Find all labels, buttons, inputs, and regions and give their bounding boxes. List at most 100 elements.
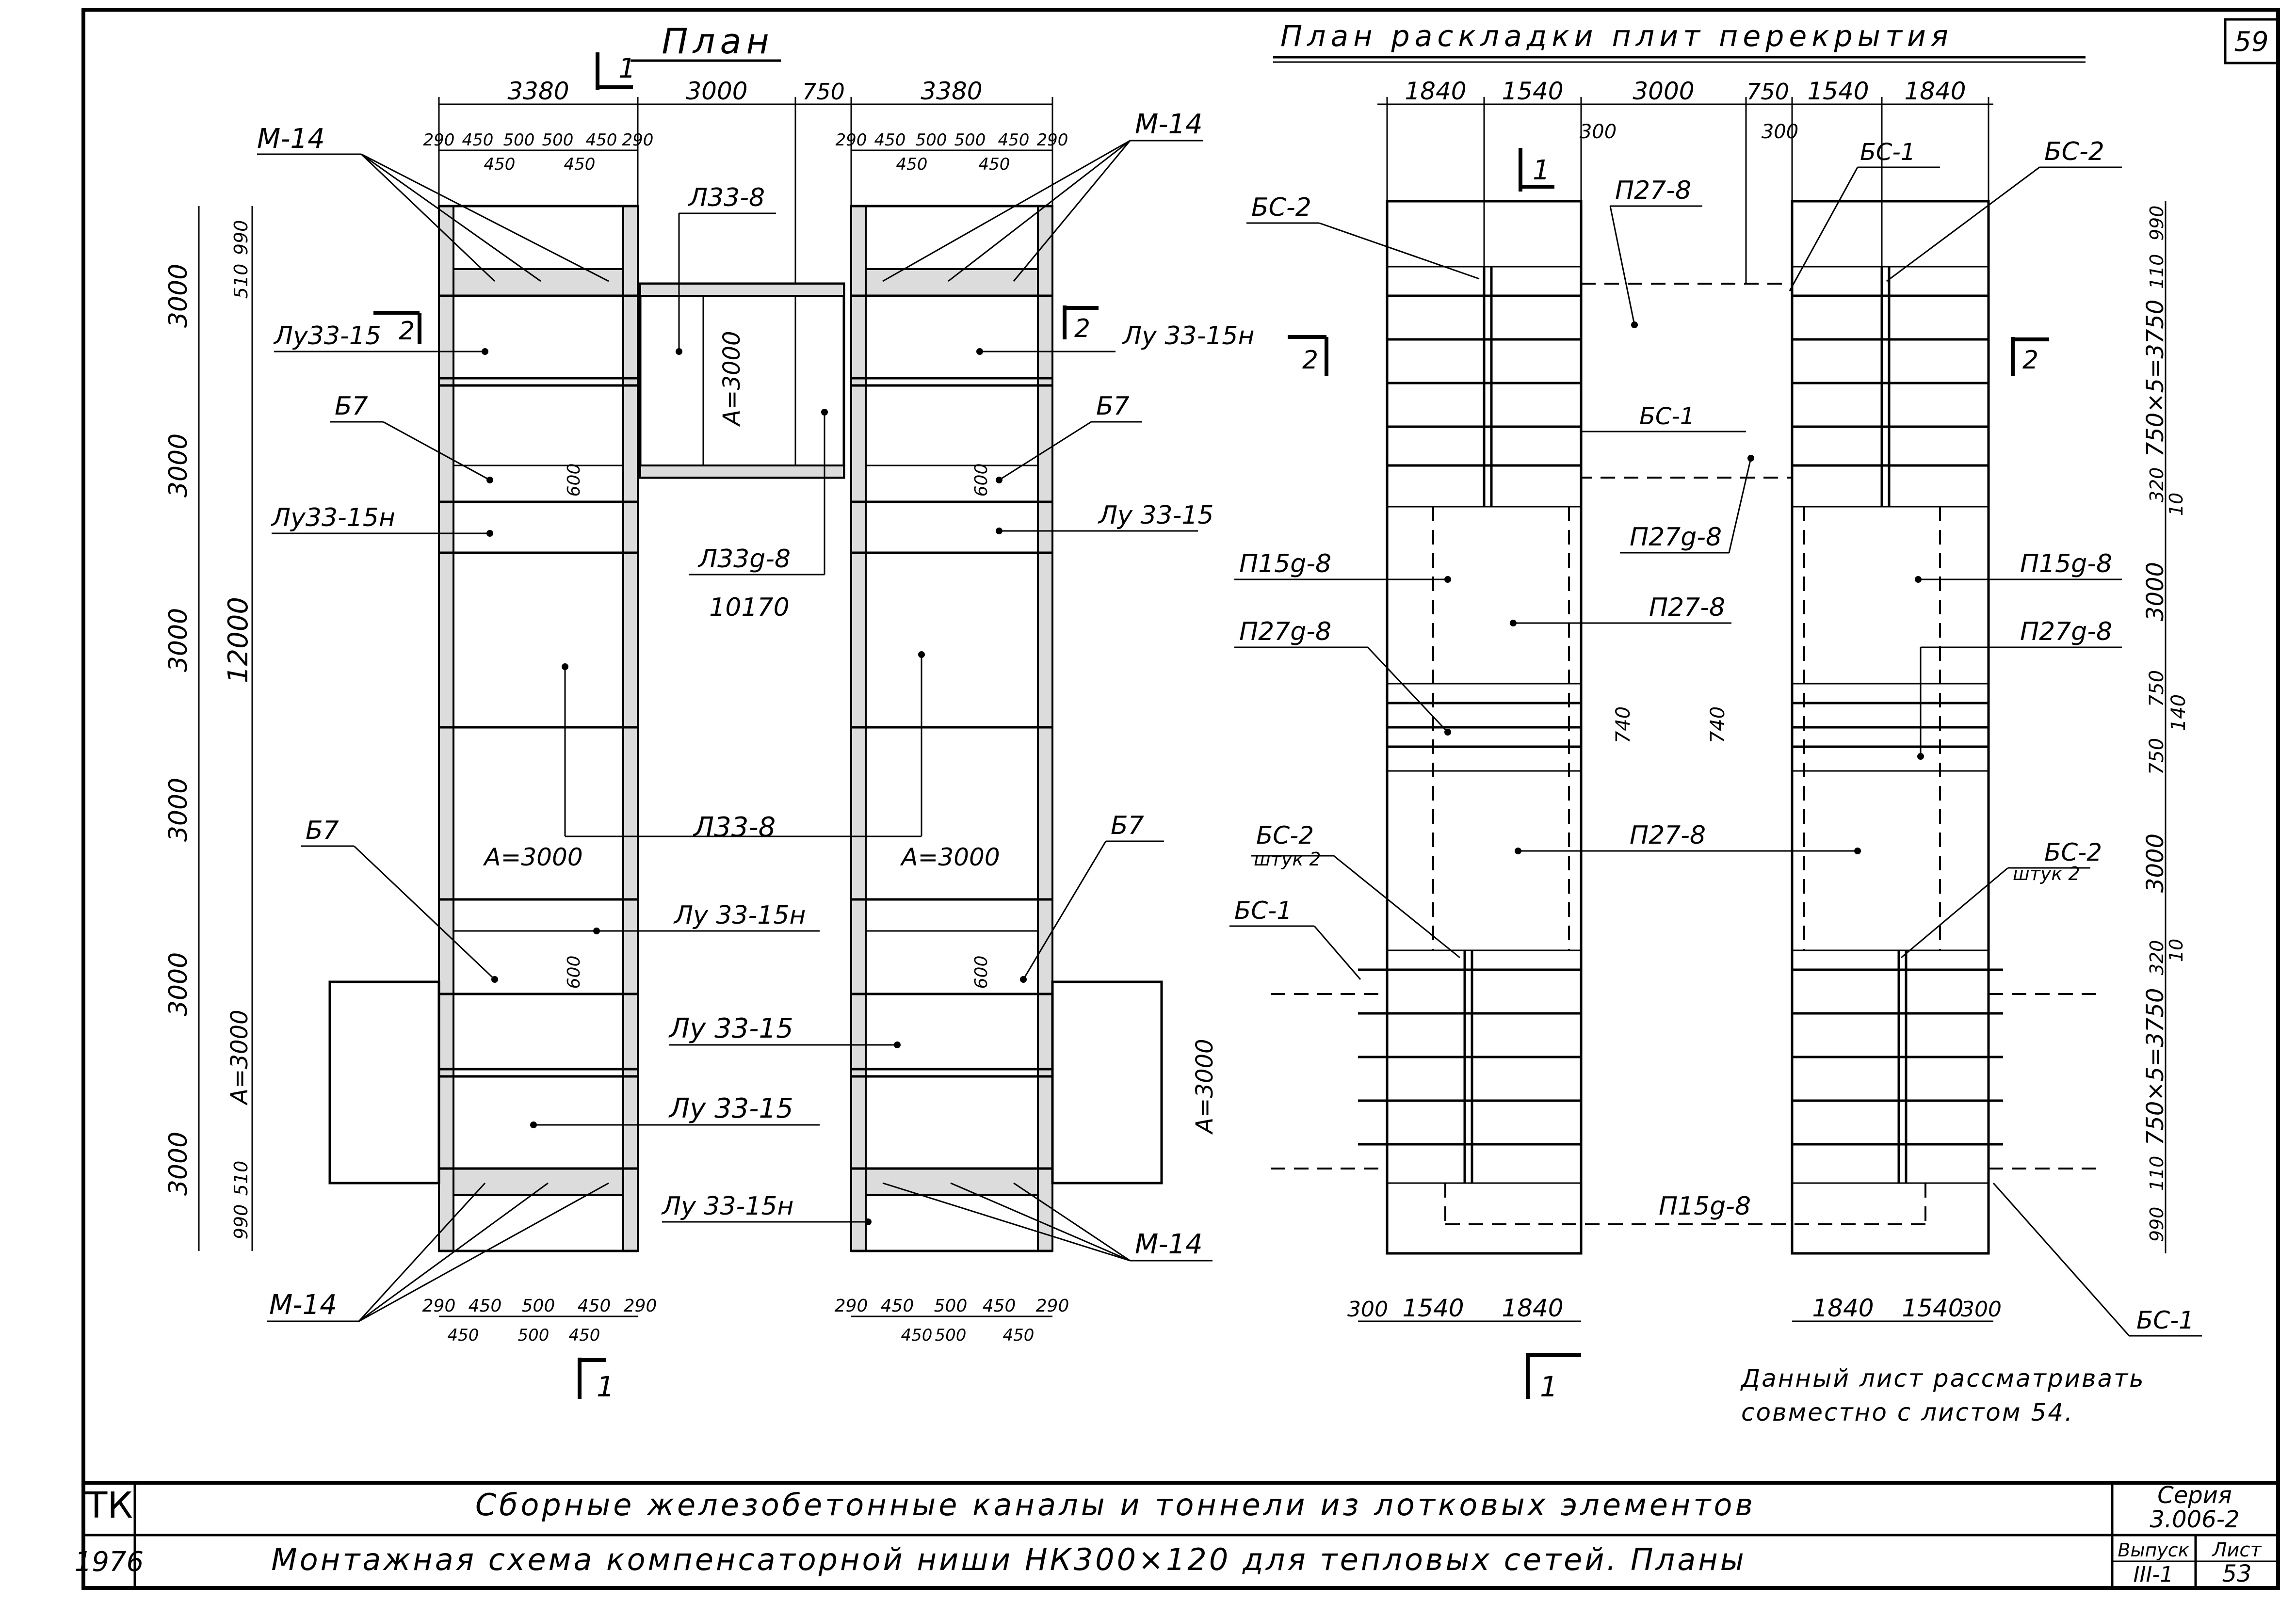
dim-12000: 12000 (223, 597, 254, 683)
note-line-1: Данный лист рассматривать (1740, 1364, 2145, 1393)
rdim-right: 140 (2167, 694, 2190, 731)
label-b7-r2: Б7 (1111, 811, 1144, 840)
dim-3000: 3000 (164, 264, 193, 328)
label-p278-top: П27-8 (1615, 176, 1691, 205)
rdim-740-left: 740 (1612, 706, 1634, 743)
rdim-right: 990 (2146, 206, 2167, 241)
issue-value: III-1 (2134, 1562, 2174, 1587)
rdim-right: 750×5=3750 (2142, 300, 2169, 457)
subdim: 290 (422, 1296, 456, 1316)
dim-a3000-left: А=3000 (226, 1009, 253, 1105)
title-line-1: Сборные железобетонные каналы и тоннели … (475, 1487, 1756, 1522)
subdim: 290 (1036, 1296, 1069, 1316)
subdim: 450 (901, 1326, 933, 1345)
label-bs1-mid: БС-1 (1639, 403, 1695, 430)
label-lu3315-mid2: Лу 33-15 (668, 1093, 793, 1124)
rdim-right: 750 (2146, 670, 2168, 707)
plan-title: План (662, 21, 774, 62)
layout-plan-title: План раскладки плит перекрытия (1280, 19, 1953, 53)
rdim-300: 300 (1580, 121, 1617, 143)
rdim-bottom: 1840 (1502, 1294, 1563, 1322)
label-l338-mid: Л33-8 (693, 812, 776, 843)
label-m14-tr: М-14 (1135, 109, 1203, 140)
dim-a3000-slab: А=3000 (718, 331, 745, 427)
subdim: 450 (874, 130, 906, 150)
label-m14-br: М-14 (1135, 1229, 1203, 1260)
label-lu3315n-left: Лу33-15н (271, 503, 395, 532)
subdim: 450 (448, 1326, 479, 1345)
dim-3000: 3000 (164, 778, 193, 842)
rdim-right: 320 (2146, 467, 2167, 503)
subdim: 290 (835, 1296, 868, 1316)
subdim: 450 (896, 155, 928, 174)
label-p27g8-right: П27g-8 (2020, 617, 2112, 646)
rdim-right: 10 (2166, 493, 2187, 516)
label-lu3315-left: Лу33-15 (273, 321, 381, 351)
rdim-top: 1840 (1904, 77, 1966, 105)
label-bs1-tr: БС-1 (1860, 139, 1915, 166)
subdim: 450 (569, 1326, 600, 1345)
sheet-label: Лист (2211, 1539, 2262, 1561)
dim-510: 510 (230, 1161, 252, 1196)
rdim-top: 1840 (1405, 77, 1466, 105)
label-lu3315-mid1: Лу 33-15 (668, 1013, 793, 1044)
left-plan: План 1 (164, 21, 1255, 1403)
series-value: 3.006-2 (2150, 1506, 2239, 1533)
rcut-1-top: 1 (1533, 155, 1550, 186)
subdim: 290 (836, 130, 867, 150)
subdim: 450 (998, 130, 1030, 150)
dim-top-750: 750 (802, 79, 845, 105)
dim-top-3380-a: 3380 (507, 77, 569, 105)
rdim-right: 3000 (2142, 833, 2169, 893)
dim-510: 510 (230, 264, 252, 299)
subdim: 450 (881, 1296, 914, 1316)
dim-3000: 3000 (164, 433, 193, 497)
series-label: Серия (2157, 1482, 2232, 1509)
rdim-300: 300 (1762, 121, 1798, 143)
subdim: 450 (578, 1296, 611, 1316)
tk-code: ТК (85, 1485, 133, 1526)
subdim: 500 (542, 130, 574, 150)
issue-label: Выпуск (2118, 1539, 2189, 1561)
label-l33g8: Л33g-8 (697, 545, 791, 574)
cut-1-top: 1 (618, 53, 636, 84)
label-b7-r1: Б7 (1096, 392, 1130, 421)
subdim: 500 (934, 1296, 968, 1316)
rdim-top: 750 (1746, 79, 1789, 105)
label-p15g8-bottom: П15g-8 (1659, 1192, 1751, 1221)
dim-a3000-a: А=3000 (483, 843, 582, 871)
rdim-right: 3000 (2142, 562, 2169, 621)
subdim: 450 (469, 1296, 502, 1316)
dim-3000: 3000 (164, 608, 193, 672)
subdim: 500 (518, 1326, 550, 1345)
dim-a3000-right: А=3000 (1191, 1039, 1218, 1135)
cut-2-left: 2 (399, 317, 415, 346)
label-bs2-bl: БС-2 (1256, 821, 1314, 849)
rdim-top: 1540 (1502, 77, 1563, 105)
title-line-2: Монтажная схема компенсаторной ниши НК30… (271, 1542, 1746, 1577)
rdim-bottom: 1840 (1812, 1294, 1874, 1322)
year: 1976 (75, 1546, 144, 1578)
cut-1-bottom: 1 (597, 1370, 614, 1403)
label-p27g8-mid: П27g-8 (1630, 523, 1722, 552)
rcut-2-left: 2 (1302, 346, 1318, 375)
dim-top-3000: 3000 (686, 77, 747, 105)
dim-top-3380-b: 3380 (921, 77, 982, 105)
rdim-right: 10 (2166, 939, 2187, 962)
rdim-right: 990 (2146, 1207, 2167, 1242)
label-l338-top: Л33-8 (688, 183, 765, 212)
rdim-bottom: 1540 (1402, 1294, 1464, 1322)
label-m14-bl: М-14 (269, 1289, 337, 1321)
label-m14-tl: М-14 (257, 123, 325, 155)
subdim: 500 (916, 130, 947, 150)
sheet-frame (81, 8, 2280, 1590)
cut-2-right: 2 (1074, 314, 1090, 343)
subdim: 290 (1037, 130, 1068, 150)
note-line-2: совместно с листом 54. (1741, 1398, 2074, 1426)
label-b7-l2: Б7 (306, 816, 339, 845)
subdim: 290 (624, 1296, 657, 1316)
right-plan: План раскладки плит перекрытия (1229, 19, 2202, 1403)
label-lu3315-right: Лу 33-15 (1098, 501, 1214, 530)
rdim-top: 1540 (1807, 77, 1869, 105)
